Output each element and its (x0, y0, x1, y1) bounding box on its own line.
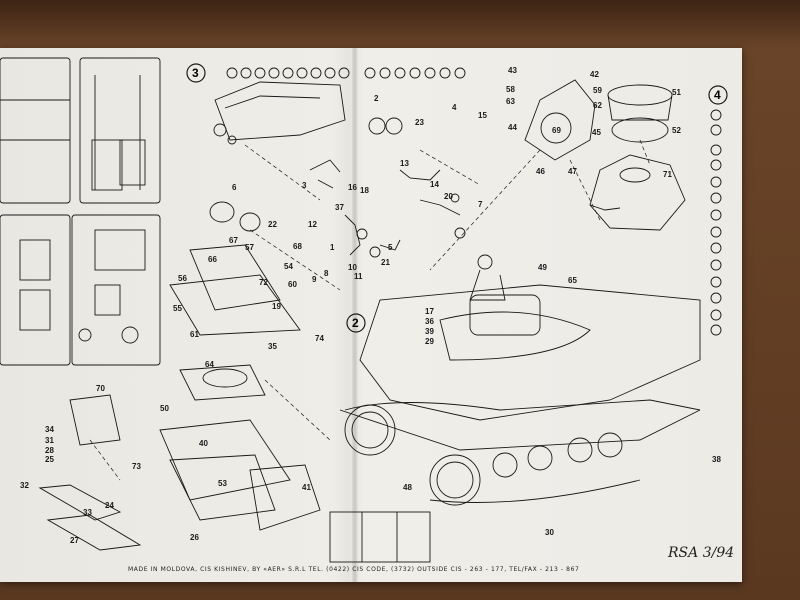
part-label: 32 (20, 481, 29, 490)
part-label: 69 (552, 126, 561, 135)
part-label: 30 (545, 528, 554, 537)
part-label: 38 (712, 455, 721, 464)
part-label: 1 (330, 243, 335, 252)
part-label: 40 (199, 439, 208, 448)
part-label: 68 (293, 242, 302, 251)
step-circle (708, 85, 728, 105)
part-label: 51 (672, 88, 681, 97)
part-label: 58 (506, 85, 515, 94)
part-label: 7 (478, 200, 483, 209)
part-label: 49 (538, 263, 547, 272)
part-label: 23 (415, 118, 424, 127)
part-label: 64 (205, 360, 214, 369)
part-label: 4 (452, 103, 457, 112)
part-label: 15 (478, 111, 487, 120)
part-label: 63 (506, 97, 515, 106)
part-label: 10 (348, 263, 357, 272)
step-number: 3 (192, 66, 199, 80)
turret-top (213, 81, 346, 145)
part-label: 5 (388, 243, 393, 252)
part-label: 44 (508, 123, 517, 132)
part-label: 72 (259, 278, 268, 287)
part-label: 24 (105, 501, 114, 510)
part-label: 2 (374, 94, 379, 103)
part-label: 59 (593, 86, 602, 95)
part-label: 73 (132, 462, 141, 471)
lower-hull-parts (38, 244, 321, 551)
part-label: 37 (335, 203, 344, 212)
part-label: 35 (268, 342, 277, 351)
part-label: 50 (160, 404, 169, 413)
step-circle (346, 313, 366, 333)
part-label: 43 (508, 66, 517, 75)
signature: RSA 3/94 (668, 545, 735, 561)
footer-text: MADE IN MOLDOVA, CIS KISHINEV, BY «AER» … (128, 566, 580, 573)
part-label: 66 (208, 255, 217, 264)
part-label: 21 (381, 258, 390, 267)
instruction-sheet (0, 48, 742, 582)
part-label: 70 (96, 384, 105, 393)
paper-fold (352, 48, 358, 582)
linkage-parts (309, 159, 466, 258)
part-label: 9 (312, 275, 317, 284)
part-label: 42 (590, 70, 599, 79)
part-label: 22 (268, 220, 277, 229)
part-label: 60 (288, 280, 297, 289)
part-label: 27 (70, 536, 79, 545)
part-label: 54 (284, 262, 293, 271)
part-label: 28 (45, 446, 54, 455)
part-label: 25 (45, 455, 54, 464)
part-label: 74 (315, 334, 324, 343)
part-label: 6 (232, 183, 237, 192)
part-label: 19 (272, 302, 281, 311)
part-label: 3 (302, 181, 307, 190)
part-label: 67 (229, 236, 238, 245)
part-label: 29 (425, 337, 434, 346)
part-label: 45 (592, 128, 601, 137)
step-number: 2 (352, 316, 359, 330)
part-label: 39 (425, 327, 434, 336)
part-label: 46 (536, 167, 545, 176)
part-label: 71 (663, 170, 672, 179)
part-label: 33 (83, 508, 92, 517)
turret-assembly (524, 79, 686, 231)
part-label: 52 (672, 126, 681, 135)
step-number: 4 (714, 88, 721, 102)
part-label: 18 (360, 186, 369, 195)
part-label: 65 (568, 276, 577, 285)
part-label: 57 (245, 243, 254, 252)
part-label: 55 (173, 304, 182, 313)
part-label: 26 (190, 533, 199, 542)
track-wheels (344, 399, 701, 506)
part-label: 36 (425, 317, 434, 326)
road-wheels (209, 117, 403, 232)
part-label: 14 (430, 180, 439, 189)
part-label: 11 (354, 272, 363, 281)
part-label: 41 (302, 483, 311, 492)
part-label: 31 (45, 436, 54, 445)
guide-lines (89, 139, 651, 481)
part-label: 17 (425, 307, 434, 316)
part-label: 12 (308, 220, 317, 229)
part-label: 61 (190, 330, 199, 339)
part-label: 47 (568, 167, 577, 176)
part-label: 53 (218, 479, 227, 488)
step-circle (186, 63, 206, 83)
sprue-tree-top (0, 57, 161, 366)
step4-number-column (710, 109, 722, 336)
part-label: 20 (444, 192, 453, 201)
tank-hull (339, 254, 701, 451)
part-label: 13 (400, 159, 409, 168)
symbol-legend (329, 511, 431, 563)
part-label: 16 (348, 183, 357, 192)
part-label: 8 (324, 269, 329, 278)
part-label: 34 (45, 425, 54, 434)
part-label: 62 (593, 101, 602, 110)
part-label: 56 (178, 274, 187, 283)
part-label: 48 (403, 483, 412, 492)
step3-number-row (226, 67, 466, 79)
